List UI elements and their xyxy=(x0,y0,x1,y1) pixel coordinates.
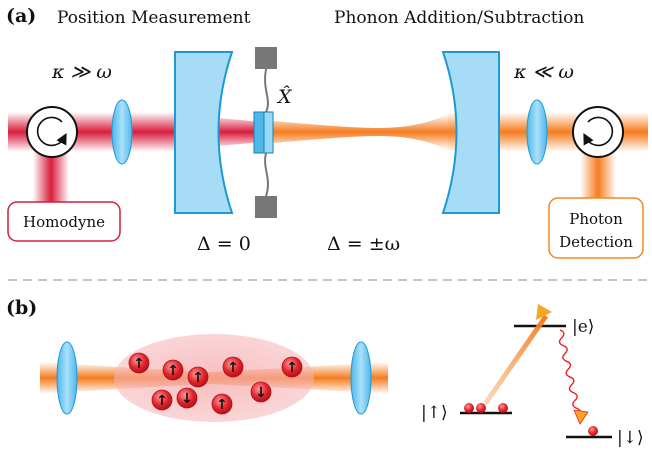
pump-beam xyxy=(482,314,549,406)
spin-atom xyxy=(211,393,233,415)
spin-atom xyxy=(281,356,303,378)
spin-arrow: ↑ xyxy=(156,393,168,409)
photon-detection-line2: Detection xyxy=(559,233,633,251)
phonon-addition-title: Phonon Addition/Subtraction xyxy=(334,8,584,28)
emission-wave xyxy=(558,329,582,417)
spin-atom xyxy=(222,356,244,378)
delta-left-label: Δ = 0 xyxy=(197,233,251,255)
level-atom xyxy=(464,403,474,413)
kappa-right-label: κ ≪ ω xyxy=(513,61,574,83)
spin-atom xyxy=(128,352,150,374)
right-circulator-icon xyxy=(572,106,624,158)
left-lens-icon xyxy=(111,99,133,165)
level-atom xyxy=(498,403,508,413)
ket-up-label: |↑⟩ xyxy=(421,403,448,423)
level-diagram: |e⟩ |↑⟩ |↓⟩ xyxy=(421,304,644,448)
spin-arrow: ↑ xyxy=(133,356,145,372)
spin-atom xyxy=(187,366,209,388)
ket-down-label: |↓⟩ xyxy=(617,428,644,448)
left-cavity-mirror xyxy=(174,51,234,214)
cavity-left-mirror-b xyxy=(56,341,78,415)
x-hat-label: X̂ xyxy=(276,86,293,108)
delta-right-label: Δ = ±ω xyxy=(327,233,400,255)
panel-b-label: (b) xyxy=(6,297,37,319)
emission-arrow-head xyxy=(573,409,589,425)
left-circulator-icon xyxy=(26,106,78,158)
kappa-left-label: κ ≫ ω xyxy=(51,61,112,83)
photon-detection-box: Photon Detection xyxy=(548,197,644,259)
spin-arrow: ↓ xyxy=(181,391,193,407)
spin-arrow: ↑ xyxy=(216,397,228,413)
spin-arrow: ↓ xyxy=(255,385,267,401)
panel-a: (a) Position Measurement Phonon Addition… xyxy=(6,5,648,259)
ket-e-label: |e⟩ xyxy=(572,317,594,337)
right-cavity-mirror xyxy=(441,51,500,214)
position-measurement-title: Position Measurement xyxy=(57,8,251,28)
spin-arrow: ↑ xyxy=(167,363,179,379)
spin-atom xyxy=(162,359,184,381)
mechanical-membrane xyxy=(253,47,277,218)
spin-arrow: ↑ xyxy=(192,370,204,386)
homodyne-box: Homodyne xyxy=(7,201,121,242)
pump-arrow-head xyxy=(536,304,552,320)
panel-b: (b) ↑↑↑↑↑↑↓↑↓ |e⟩ |↑⟩ xyxy=(6,297,644,448)
spin-arrow: ↑ xyxy=(286,360,298,376)
homodyne-label: Homodyne xyxy=(23,213,105,231)
spin-atom xyxy=(250,381,272,403)
spin-atom xyxy=(176,387,198,409)
cavity-right-mirror-b xyxy=(350,341,372,415)
spin-atom xyxy=(151,389,173,411)
photon-detection-line1: Photon xyxy=(569,210,623,228)
atoms: ↑↑↑↑↑↑↓↑↓ xyxy=(128,352,303,415)
right-lens-icon xyxy=(526,99,548,165)
level-atom xyxy=(588,426,598,436)
spin-arrow: ↑ xyxy=(227,360,239,376)
level-atom xyxy=(476,403,486,413)
panel-a-label: (a) xyxy=(6,5,36,27)
